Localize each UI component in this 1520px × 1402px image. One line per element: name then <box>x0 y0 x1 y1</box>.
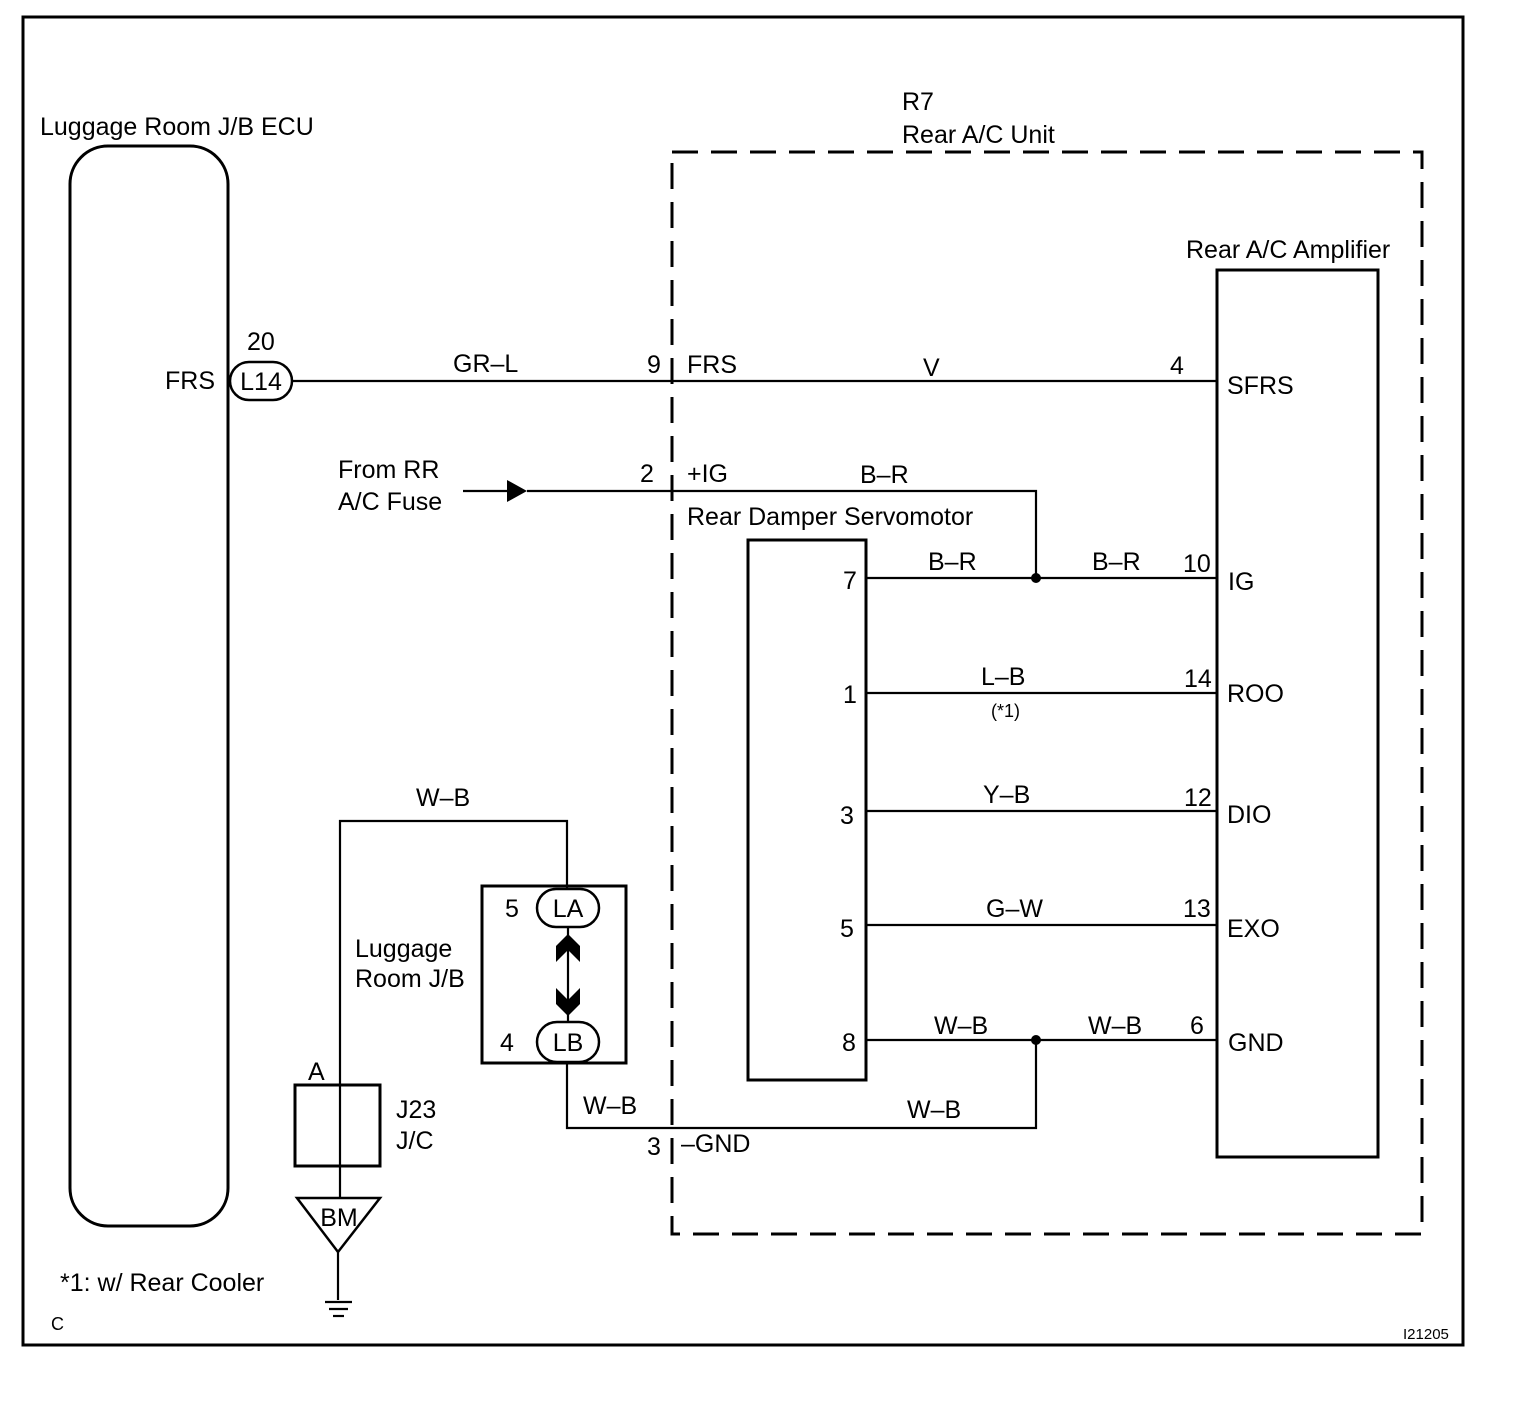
from-rr-label-1: From RR <box>338 456 439 484</box>
amp-pin-12: 12 <box>1184 784 1212 812</box>
amp-pin-13: 13 <box>1183 895 1211 923</box>
wire-wb-top <box>338 819 569 1086</box>
amp-pin-4: 4 <box>1170 352 1184 380</box>
wire-yb-label: Y–B <box>983 781 1030 809</box>
pin-3: 3 <box>647 1133 661 1161</box>
pin-2: 2 <box>640 460 654 488</box>
amp-terminal-gnd: GND <box>1228 1029 1284 1057</box>
wire-wb-6-label: W–B <box>1088 1012 1142 1040</box>
corner-c: C <box>51 1314 64 1334</box>
amp-terminal-roo: ROO <box>1227 680 1284 708</box>
servo-pin-1: 1 <box>843 681 857 709</box>
wire-wb-bottom-label: W–B <box>907 1096 961 1124</box>
junction-connector-j23 <box>293 1083 382 1168</box>
wire-wb-top-label: W–B <box>416 784 470 812</box>
chevron-up-icon <box>556 934 580 962</box>
terminal-gnd: –GND <box>681 1130 750 1158</box>
splice-ig <box>1031 573 1041 583</box>
wire-lb-label: L–B <box>981 663 1025 691</box>
terminal-ig: +IG <box>687 460 728 488</box>
servo-pin-8: 8 <box>842 1029 856 1057</box>
luggage-room-jb-ecu <box>68 144 230 1228</box>
wire-ig-feed <box>527 489 1038 578</box>
wire-gnd-down <box>565 1040 1038 1130</box>
jb-pin-5: 5 <box>505 895 519 923</box>
outer-frame <box>21 15 1465 1347</box>
amp-pin-6: 6 <box>1190 1012 1204 1040</box>
jb-title-1: Luggage <box>355 935 452 963</box>
jc-pin-a: A <box>308 1058 325 1086</box>
wire-gw-label: G–W <box>986 895 1043 923</box>
ecu-frs-label: FRS <box>165 367 215 395</box>
connector-la-label: LA <box>553 895 584 923</box>
wire-br-top-label: B–R <box>860 461 909 489</box>
jc-title-1: J23 <box>396 1096 436 1124</box>
footnote: *1: w/ Rear Cooler <box>60 1269 264 1297</box>
wire-br-10-label: B–R <box>1092 548 1141 576</box>
from-rr-label-2: A/C Fuse <box>338 488 442 516</box>
amp-terminal-exo: EXO <box>1227 915 1280 943</box>
unit-code: R7 <box>902 88 934 116</box>
jc-title-2: J/C <box>396 1127 434 1155</box>
connector-lb-label: LB <box>553 1029 584 1057</box>
ground-bm-label: BM <box>320 1204 358 1232</box>
note-ref: (*1) <box>991 701 1020 721</box>
rear-ac-unit-boundary <box>670 150 1424 1236</box>
terminal-frs: FRS <box>687 351 737 379</box>
servo-pin-3: 3 <box>840 802 854 830</box>
amp-terminal-sfrs: SFRS <box>1227 372 1294 400</box>
ecu-title: Luggage Room J/B ECU <box>40 113 314 141</box>
amp-terminal-ig: IG <box>1228 568 1254 596</box>
servo-pin-7: 7 <box>843 567 857 595</box>
pin-9: 9 <box>647 351 661 379</box>
figure-id: I21205 <box>1403 1326 1449 1343</box>
feed-arrow-icon <box>507 480 527 502</box>
amp-terminal-dio: DIO <box>1227 801 1271 829</box>
ecu-pin-20: 20 <box>247 328 275 356</box>
ground-point-triangle <box>294 1196 383 1255</box>
wire-v-label: V <box>923 354 940 382</box>
servomotor-title: Rear Damper Servomotor <box>687 503 973 531</box>
connector-lb <box>535 1020 601 1064</box>
chevron-down-icon <box>556 988 580 1016</box>
unit-title: Rear A/C Unit <box>902 121 1055 149</box>
amp-pin-14: 14 <box>1184 665 1212 693</box>
amplifier-title: Rear A/C Amplifier <box>1186 236 1390 264</box>
wire-gr-l-label: GR–L <box>453 350 518 378</box>
rear-ac-amplifier <box>1215 268 1380 1159</box>
wire-wb-8-label: W–B <box>934 1012 988 1040</box>
connector-l14-label: L14 <box>240 368 282 396</box>
amp-pin-10: 10 <box>1183 550 1211 578</box>
jb-pin-4: 4 <box>500 1029 514 1057</box>
servo-pin-5: 5 <box>840 915 854 943</box>
wire-wb-lb-label: W–B <box>583 1092 637 1120</box>
wire-br-7-label: B–R <box>928 548 977 576</box>
jb-title-2: Room J/B <box>355 965 465 993</box>
